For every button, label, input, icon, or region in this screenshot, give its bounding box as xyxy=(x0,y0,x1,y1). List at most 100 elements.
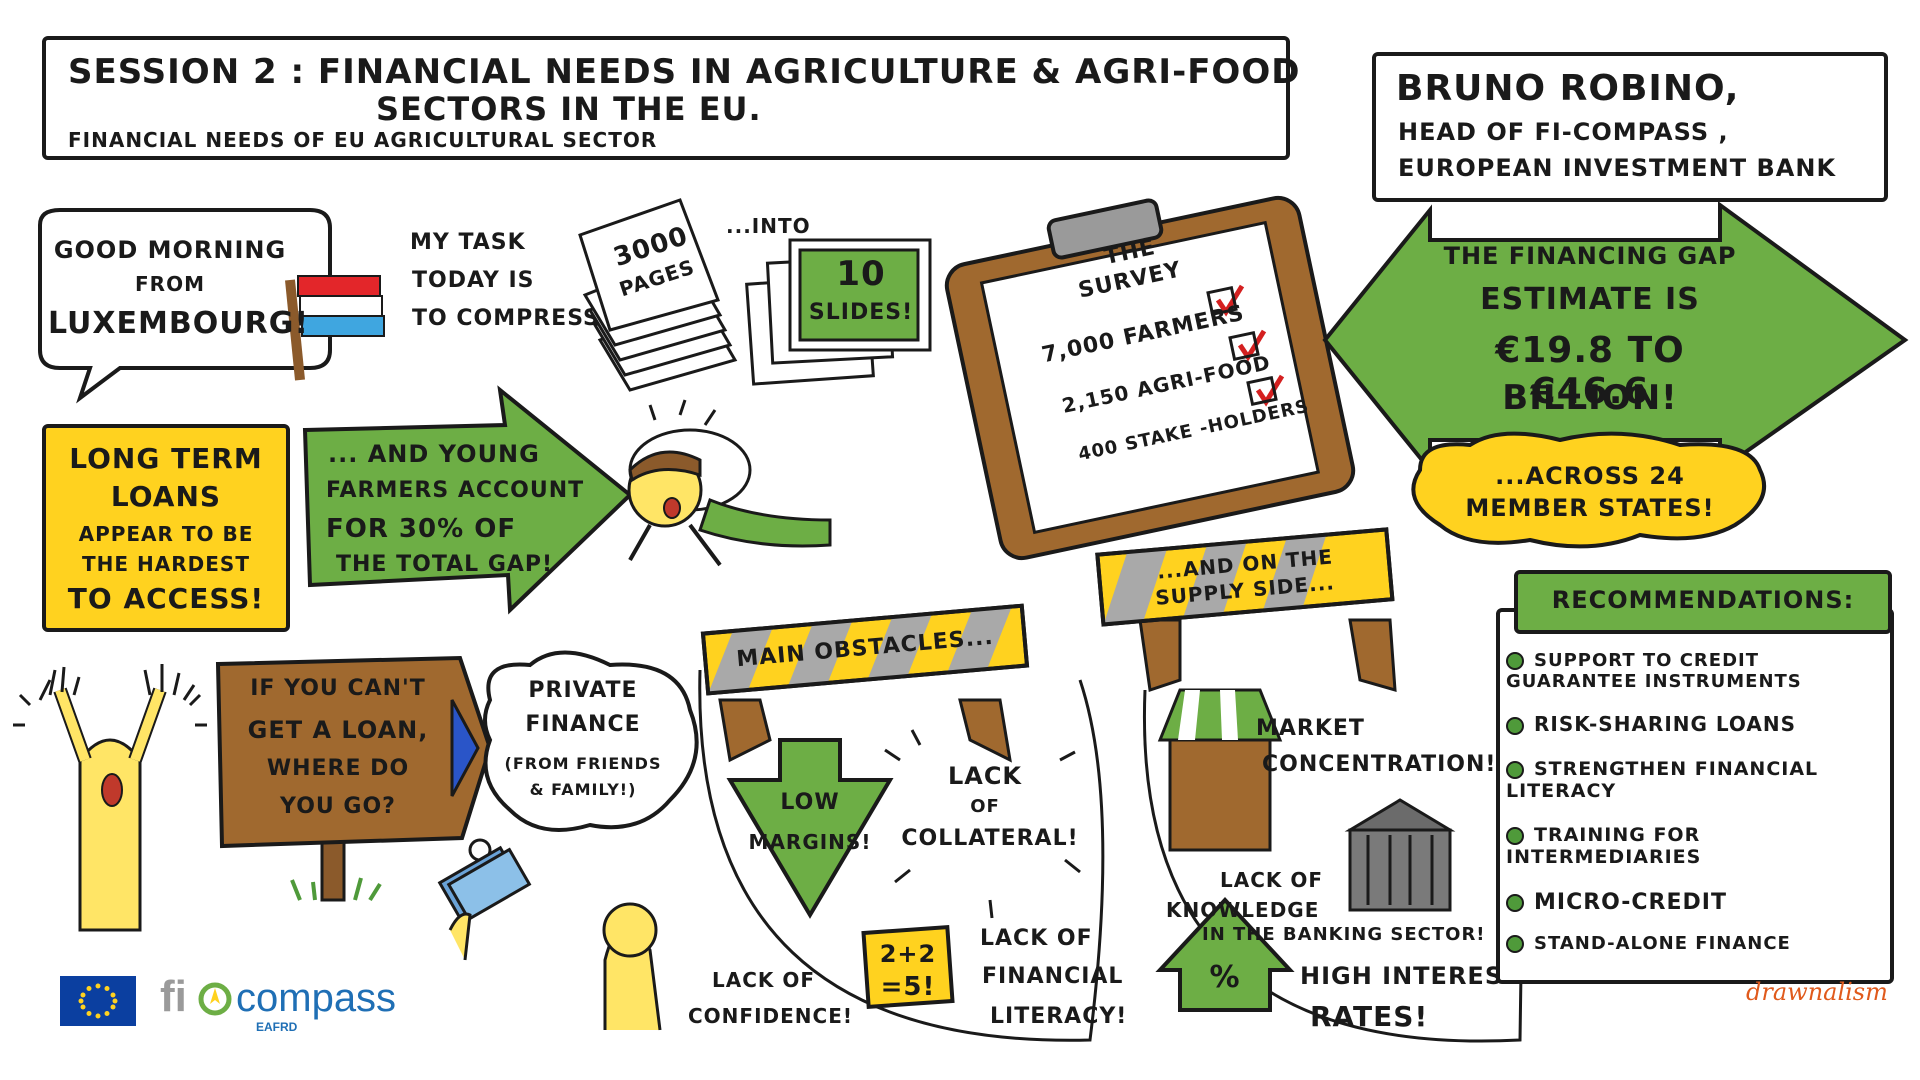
speaker-role1: HEAD OF FI-COMPASS , xyxy=(1398,118,1729,146)
gap-line3: €19.8 to €46.6 xyxy=(1495,330,1685,412)
recommendations-list: SUPPORT TO CREDIT GUARANTEE INSTRUMENTS … xyxy=(1506,650,1886,954)
collateral-line2: OF xyxy=(970,796,1000,817)
literacy-line1: LACK OF xyxy=(980,926,1093,951)
private-finance-line4: & FAMILY!) xyxy=(529,780,637,799)
member-states-line2: MEMBER STATES! xyxy=(1465,494,1715,522)
task-line3: TO COMPRESS xyxy=(412,306,600,331)
title-box: SESSION 2 : FINANCIAL NEEDS IN AGRICULTU… xyxy=(42,36,1299,160)
fi-text: fi xyxy=(160,972,187,1021)
private-finance-line3: (FROM FRIENDS xyxy=(504,754,662,773)
recommendations-header: RECOMMENDATIONS: xyxy=(1514,570,1892,634)
literacy-line2: FINANCIAL xyxy=(982,964,1124,989)
market-line2: CONCENTRATION! xyxy=(1262,752,1497,777)
speaker-role2: EUROPEAN INVESTMENT BANK xyxy=(1398,154,1837,182)
recommendation-text: MICRO-CREDIT xyxy=(1534,890,1727,915)
member-states-line1: ...ACROSS 24 xyxy=(1495,462,1685,490)
recommendation-item: SUPPORT TO CREDIT GUARANTEE INSTRUMENTS xyxy=(1506,650,1886,692)
confidence-line1: LACK OF xyxy=(712,968,816,992)
greeting-line1: GOOD MORNING xyxy=(53,236,287,264)
long-term-line3: APPEAR TO BE xyxy=(78,522,254,546)
young-farmers-line1: ... AND YOUNG xyxy=(328,440,540,468)
gap-line1: THE FINANCING GAP xyxy=(1443,242,1737,270)
gap-line4: BILLION! xyxy=(1502,378,1678,418)
compass-text: compass xyxy=(236,976,397,1020)
sign-line2: GET A LOAN, xyxy=(247,716,429,744)
recommendations-box xyxy=(1496,608,1894,984)
bullet-icon xyxy=(1506,894,1524,912)
low-margins-line2: MARGINS! xyxy=(748,830,872,854)
knowledge-line1: LACK OF xyxy=(1220,868,1324,892)
collateral-line1: LACK xyxy=(947,762,1023,790)
collateral-line3: COLLATERAL! xyxy=(901,826,1079,851)
recommendation-item: MICRO-CREDIT xyxy=(1506,890,1886,915)
title-line1: SESSION 2 : FINANCIAL NEEDS IN AGRICULTU… xyxy=(68,52,1301,92)
bullet-icon xyxy=(1506,935,1524,953)
recommendations-title: RECOMMENDATIONS: xyxy=(1551,586,1855,614)
eafrd-text: EAFRD xyxy=(256,1020,298,1034)
private-finance-line2: FINANCE xyxy=(525,712,641,737)
literacy-line3: LITERACY! xyxy=(990,1004,1128,1029)
task-line2: TODAY IS xyxy=(412,268,535,293)
recommendation-item: RISK-SHARING LOANS xyxy=(1506,712,1886,736)
bullet-icon xyxy=(1506,652,1524,670)
gap-line2: ESTIMATE IS xyxy=(1480,282,1700,317)
young-farmers-line3: FOR 30% OF xyxy=(326,514,517,544)
recommendation-text: TRAINING FOR INTERMEDIARIES xyxy=(1506,824,1702,868)
into-label: ...INTO xyxy=(726,214,811,238)
math-line2: =5! xyxy=(880,972,936,1002)
fi-compass-logo: fi compass EAFRD xyxy=(160,972,450,1034)
recommendation-item: TRAINING FOR INTERMEDIARIES xyxy=(1506,824,1886,868)
long-term-line2: LOANS xyxy=(110,480,222,513)
rates-line2: RATES! xyxy=(1310,1000,1429,1033)
recommendation-item: STAND-ALONE FINANCE xyxy=(1506,933,1886,954)
speaker-box: BRUNO ROBINO, HEAD OF FI-COMPASS , EUROP… xyxy=(1372,52,1888,202)
knowledge-line3: IN THE BANKING SECTOR! xyxy=(1202,924,1486,945)
eu-flag-logo xyxy=(60,976,136,1026)
slides-number: 10 xyxy=(836,254,886,294)
percent-symbol: % xyxy=(1209,960,1241,995)
private-finance-line1: PRIVATE xyxy=(528,678,638,703)
math-line1: 2+2 xyxy=(879,940,937,968)
slides-word: SLIDES! xyxy=(808,300,914,325)
title-line2: SECTORS IN THE EU. xyxy=(376,90,762,128)
compass-icon xyxy=(198,982,232,1016)
confidence-line2: CONFIDENCE! xyxy=(688,1004,853,1028)
young-farmers-line4: THE TOTAL GAP! xyxy=(336,552,554,577)
bullet-icon xyxy=(1506,826,1524,845)
sign-line4: YOU GO? xyxy=(280,794,396,819)
sign-line1: IF YOU CAN'T xyxy=(250,676,426,701)
artist-signature: drawnalism xyxy=(1746,978,1888,1006)
bullet-icon xyxy=(1506,716,1524,735)
sign-line3: WHERE DO xyxy=(266,756,410,781)
rates-line1: HIGH INTEREST xyxy=(1300,962,1521,990)
greeting-line2: FROM xyxy=(135,272,205,296)
long-term-box: LONG TERM LOANS APPEAR TO BE THE HARDEST… xyxy=(42,424,290,632)
recommendation-text: STRENGTHEN FINANCIAL LITERACY xyxy=(1506,758,1819,802)
greeting-line3: LUXEMBOURG! xyxy=(48,306,310,341)
task-line1: MY TASK xyxy=(410,230,526,255)
knowledge-line2: KNOWLEDGE xyxy=(1166,898,1320,922)
recommendation-item: STRENGTHEN FINANCIAL LITERACY xyxy=(1506,758,1886,802)
title-subtitle: FINANCIAL NEEDS OF EU AGRICULTURAL SECTO… xyxy=(68,128,658,152)
bullet-icon xyxy=(1506,760,1524,779)
recommendation-text: SUPPORT TO CREDIT GUARANTEE INSTRUMENTS xyxy=(1506,650,1802,692)
low-margins-line1: LOW xyxy=(780,790,840,815)
long-term-line5: TO ACCESS! xyxy=(67,582,265,615)
long-term-line4: THE HARDEST xyxy=(82,552,250,576)
recommendation-text: RISK-SHARING LOANS xyxy=(1534,712,1797,736)
speaker-name: BRUNO ROBINO, xyxy=(1396,68,1740,109)
young-farmers-line2: FARMERS ACCOUNT xyxy=(326,478,585,503)
market-line1: MARKET xyxy=(1256,716,1365,741)
